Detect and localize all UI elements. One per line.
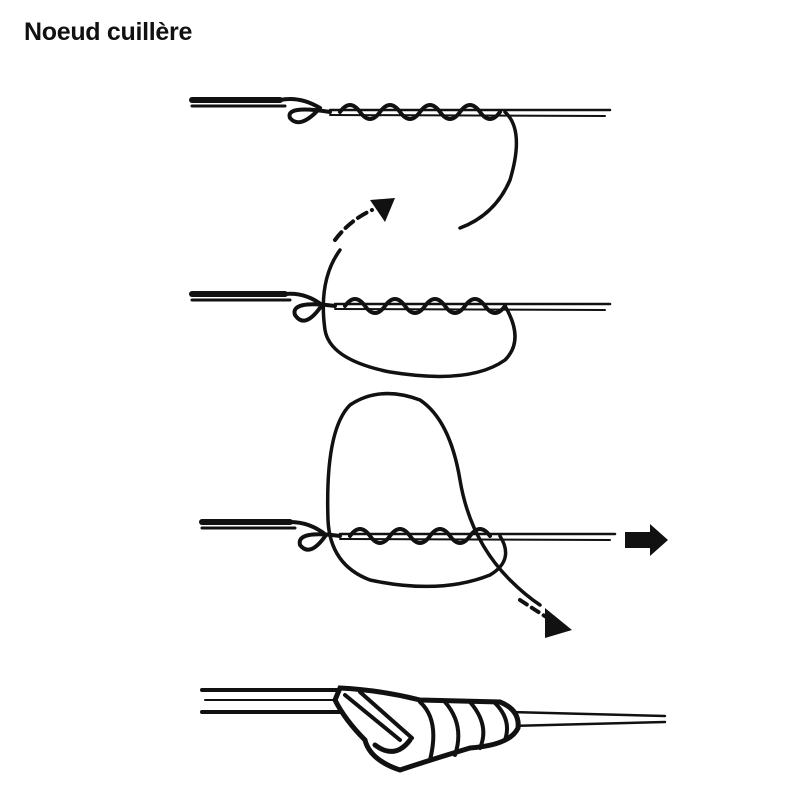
knot-step-wrap-icon <box>189 97 612 242</box>
arrow-icon <box>545 608 572 638</box>
arrow-icon <box>370 198 395 222</box>
knot-step-loop-back-icon <box>189 248 612 379</box>
knot-step-finished-icon <box>200 685 667 773</box>
arrow-right-icon <box>625 524 668 556</box>
knot-step-tighten-icon <box>199 391 668 638</box>
page-title: Noeud cuillère <box>24 18 193 46</box>
